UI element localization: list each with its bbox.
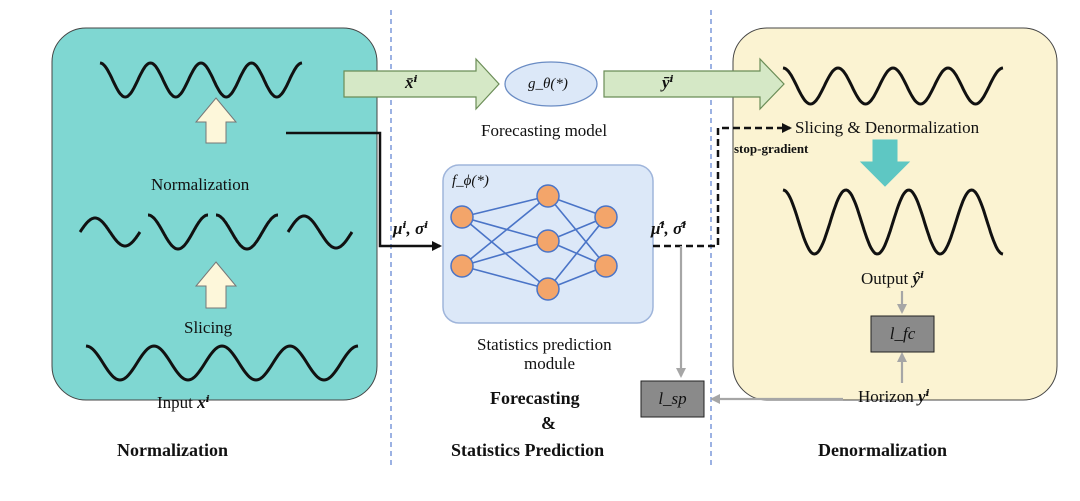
- sliced-wave-segment: [216, 213, 278, 251]
- forecasting-section-title-line2: &: [541, 413, 556, 433]
- forecasting-model-node: [504, 61, 598, 107]
- neuron: [536, 277, 560, 301]
- network-edge: [547, 216, 607, 290]
- normalization-panel: [51, 27, 378, 401]
- stop-gradient-connector: [653, 123, 792, 248]
- statistics-module-label-line1: Statistics prediction: [477, 335, 612, 354]
- network-edge: [461, 195, 549, 267]
- network-neurons: [450, 184, 618, 301]
- input-label: Input xⁱ: [157, 393, 210, 412]
- network-edge: [461, 265, 549, 290]
- slicing-step-label: Slicing: [184, 318, 233, 337]
- network-edge: [461, 216, 549, 242]
- input-wave: [85, 344, 359, 382]
- normalization-up-arrow: [194, 97, 238, 144]
- loss-sp-box: [640, 380, 705, 418]
- neuron: [450, 205, 474, 229]
- denormalized-top-wave: [782, 66, 1004, 106]
- y-bar-label: ȳⁱ: [662, 73, 674, 92]
- output-label: Output ŷⁱ: [861, 269, 925, 288]
- loss-fc-box: [870, 315, 935, 353]
- neuron: [594, 254, 618, 278]
- statistics-output-label: μ̂ⁱ, σ̂ⁱ: [651, 219, 687, 238]
- network-edge: [547, 195, 607, 267]
- output-wave: [782, 188, 1004, 256]
- stop-gradient-label: stop-gradient: [734, 141, 809, 156]
- denormalization-section-title: Denormalization: [818, 440, 947, 460]
- statistics-module-symbol: f_ϕ(*): [452, 173, 489, 189]
- horizon-label: Horizon yⁱ: [858, 387, 930, 406]
- loss-fc-label: l_fc: [889, 324, 916, 343]
- forecasting-model-label: Forecasting model: [481, 121, 608, 140]
- denormalization-down-arrow: [859, 139, 911, 187]
- loss-sp-label: l_sp: [658, 389, 687, 408]
- forecasting-section-title-line3: Statistics Prediction: [451, 440, 605, 460]
- forecasting-section-title-line1: Forecasting: [490, 388, 580, 408]
- y-bar-block-arrow: [603, 57, 785, 111]
- x-bar-block-arrow: [343, 57, 500, 111]
- statistics-input-label: μⁱ, σⁱ: [393, 219, 429, 238]
- network-edge: [461, 195, 549, 218]
- neuron: [594, 205, 618, 229]
- forecast-model-symbol: g_θ(*): [528, 76, 568, 92]
- sliced-wave-segment: [78, 216, 142, 248]
- slicing-denormalization-label: Slicing & Denormalization: [795, 118, 980, 137]
- statistics-input-connector: [286, 131, 442, 251]
- x-bar-label: x̄ⁱ: [405, 73, 418, 92]
- normalized-wave: [99, 61, 303, 99]
- neuron: [536, 184, 560, 208]
- neuron: [536, 229, 560, 253]
- sliced-wave-segment: [148, 213, 209, 251]
- statistics-module-label-line2: module: [524, 354, 575, 373]
- slicing-up-arrow: [194, 261, 238, 309]
- normalization-section-title: Normalization: [117, 440, 228, 460]
- normalization-step-label: Normalization: [151, 175, 250, 194]
- neuron: [450, 254, 474, 278]
- network-edge: [461, 240, 549, 267]
- sliced-wave-segment: [286, 214, 354, 250]
